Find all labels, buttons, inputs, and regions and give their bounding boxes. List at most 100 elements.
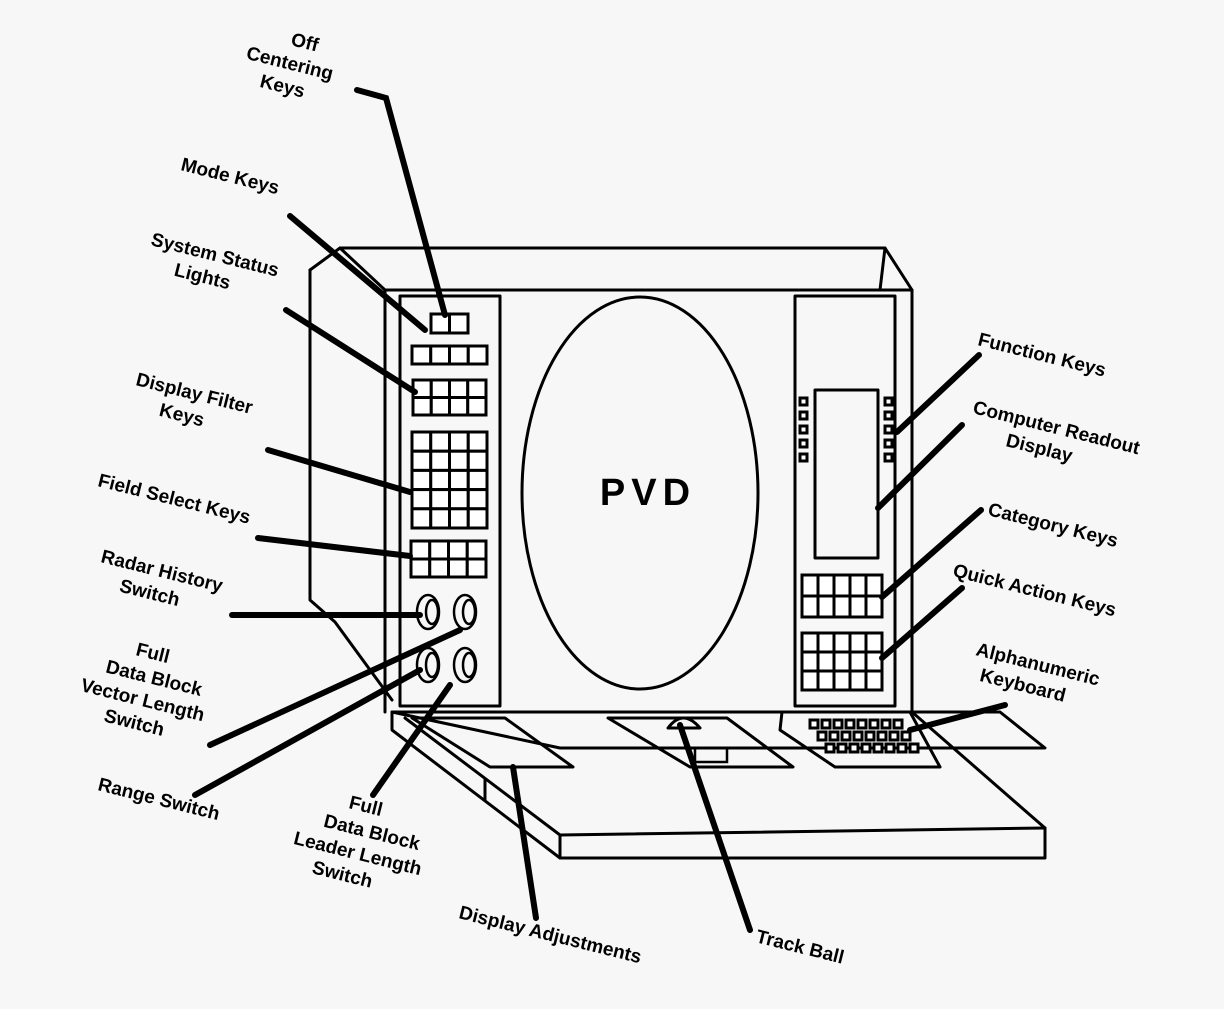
- range-switch: [415, 646, 441, 684]
- quick-action-key: [832, 650, 852, 673]
- computer-readout-display: [813, 388, 880, 560]
- label-radar-history-switch: Radar History Switch: [93, 546, 230, 621]
- track-ball: [666, 716, 702, 730]
- display-filter-key: [429, 507, 451, 530]
- function-key: [798, 452, 809, 463]
- keyboard-key: [840, 730, 852, 742]
- category-key: [864, 594, 884, 619]
- display-filter-key: [466, 488, 489, 511]
- keyboard-key: [824, 742, 836, 754]
- mode-key: [448, 344, 470, 366]
- display-filter-key: [429, 449, 451, 472]
- display-filter-key: [448, 507, 470, 530]
- label-category-keys: Category Keys: [986, 499, 1120, 552]
- keyboard-key: [872, 742, 884, 754]
- quick-action-key: [800, 669, 820, 692]
- function-key: [798, 438, 809, 449]
- status-light: [466, 396, 488, 417]
- display-filter-keys: [410, 430, 489, 530]
- keyboard-key: [892, 718, 904, 730]
- status-light: [448, 378, 470, 399]
- leader-lines: [192, 87, 1008, 933]
- display-filter-key: [448, 468, 470, 492]
- quick-action-key: [832, 669, 852, 692]
- display-filter-key: [466, 430, 489, 453]
- label-full-data-block-vector-length-switch: Full Data Block Vector Length Switch: [73, 629, 224, 751]
- keyboard-key: [820, 718, 832, 730]
- right-key-panel: [793, 294, 897, 708]
- function-key: [798, 396, 809, 407]
- quick-action-key: [816, 631, 836, 654]
- display-filter-key: [410, 449, 433, 472]
- category-key: [816, 594, 836, 619]
- label-computer-readout-display: Computer Readout Display: [965, 397, 1147, 483]
- off-centering-keys: [429, 312, 470, 335]
- label-system-status-lights: System Status Lights: [143, 229, 286, 306]
- display-filter-key: [410, 468, 433, 492]
- field-select-keys: [409, 539, 488, 579]
- display-filter-key: [429, 468, 451, 492]
- category-key: [848, 573, 868, 598]
- keyboard-key: [852, 730, 864, 742]
- field-select-key: [428, 539, 450, 561]
- quick-action-key: [848, 650, 868, 673]
- keyboard-key: [896, 742, 908, 754]
- quick-action-key: [800, 650, 820, 673]
- category-key: [832, 594, 852, 619]
- display-filter-key: [410, 507, 433, 530]
- quick-action-key: [816, 650, 836, 673]
- mode-keys: [410, 344, 489, 366]
- category-key: [832, 573, 852, 598]
- radar-history-switch: [415, 593, 441, 631]
- keyboard-key: [884, 742, 896, 754]
- status-light: [448, 396, 470, 417]
- category-key: [864, 573, 884, 598]
- display-filter-key: [410, 430, 433, 453]
- keyboard-key: [900, 730, 912, 742]
- full-data-block-leader-length-switch: [452, 646, 478, 684]
- console-body: [308, 246, 914, 714]
- function-key: [798, 424, 809, 435]
- display-filter-key: [448, 430, 470, 453]
- category-key: [848, 594, 868, 619]
- label-mode-keys: Mode Keys: [179, 154, 281, 199]
- mode-key: [466, 344, 489, 366]
- mode-key: [429, 344, 451, 366]
- mode-key: [410, 344, 433, 366]
- display-filter-key: [448, 449, 470, 472]
- keyboard-key: [864, 730, 876, 742]
- label-display-adjustments: Display Adjustments: [457, 902, 644, 968]
- off-centering-key: [448, 312, 470, 335]
- category-keys: [800, 573, 884, 619]
- quick-action-key: [832, 631, 852, 654]
- category-key: [800, 573, 820, 598]
- field-select-key: [465, 539, 488, 561]
- keyboard-key: [832, 718, 844, 730]
- display-filter-key: [466, 449, 489, 472]
- field-select-key: [428, 557, 450, 579]
- display-filter-key: [466, 468, 489, 492]
- keyboard-key: [828, 730, 840, 742]
- status-light: [411, 396, 433, 417]
- keyboard-key: [816, 730, 828, 742]
- quick-action-key: [864, 631, 884, 654]
- display-filter-key: [410, 488, 433, 511]
- keyboard-key: [876, 730, 888, 742]
- left-key-panel: [398, 294, 502, 708]
- function-key: [883, 438, 894, 449]
- label-display-filter-keys: Display Filter Keys: [128, 369, 260, 443]
- label-full-data-block-leader-length-switch: Full Data Block Leader Length Switch: [286, 782, 441, 905]
- keyboard-key: [880, 718, 892, 730]
- status-light: [429, 378, 451, 399]
- display-filter-key: [466, 507, 489, 530]
- pvd-screen-label: PVD: [600, 472, 696, 514]
- keyboard-key: [844, 718, 856, 730]
- status-light: [466, 378, 488, 399]
- full-data-block-vector-length-switch: [452, 593, 478, 631]
- quick-action-key: [816, 669, 836, 692]
- label-alphanumeric-keyboard: Alphanumeric Keyboard: [968, 639, 1107, 715]
- category-key: [800, 594, 820, 619]
- category-key: [816, 573, 836, 598]
- field-select-key: [409, 539, 432, 561]
